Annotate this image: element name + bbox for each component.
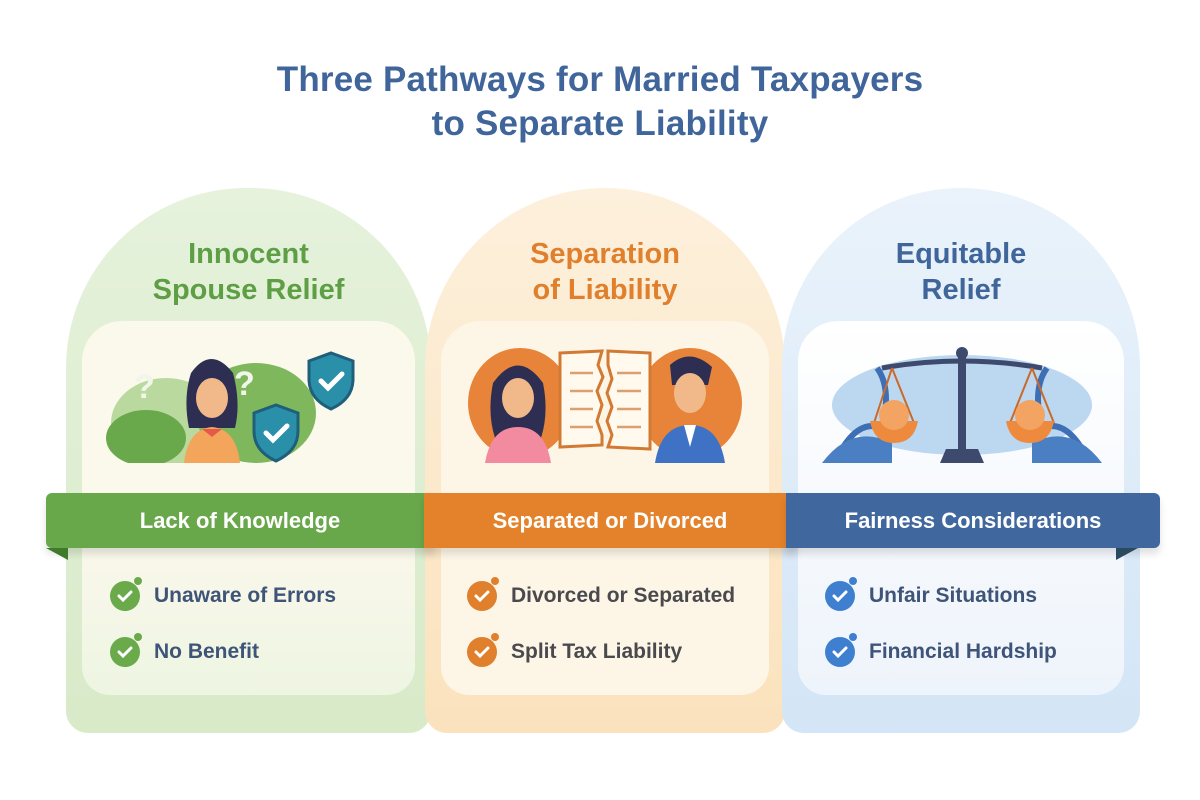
question-mark-icon: ?: [234, 365, 255, 403]
check-circle-icon: [467, 633, 499, 667]
title-line-1: Three Pathways for Married Taxpayers: [276, 60, 924, 99]
balance-scale-illustration: [822, 347, 1102, 463]
panel-title: Innocent Spouse Relief: [152, 238, 345, 306]
list-item: Unfair Situations: [825, 577, 1037, 612]
check-circle-icon: [110, 633, 142, 667]
page-title: Three Pathways for Married Taxpayers to …: [0, 58, 1200, 146]
woman-question-illustration: ? ?: [106, 351, 355, 463]
scale-icon: [870, 347, 1055, 463]
ribbon-lack-of-knowledge: Lack of Knowledge: [46, 493, 434, 560]
shield-check-icon: [252, 403, 300, 463]
couple-torn-document-illustration: [468, 348, 742, 463]
panel-title: Equitable Relief: [895, 238, 1027, 306]
check-circle-icon: [825, 633, 857, 667]
list-item: Split Tax Liability: [467, 633, 682, 668]
panel-innocent-spouse-relief: Innocent Spouse Relief ? ?: [66, 188, 431, 733]
torn-document-icon: [558, 349, 652, 451]
list-item: Divorced or Separated: [467, 577, 735, 612]
ribbon-separated-or-divorced: Separated or Divorced: [424, 493, 796, 548]
check-circle-icon: [825, 577, 857, 611]
ribbon-fairness-considerations: Fairness Considerations: [786, 493, 1160, 560]
shield-check-icon: [307, 351, 355, 411]
list-item: No Benefit: [110, 633, 259, 668]
title-line-2: to Separate Liability: [431, 104, 769, 143]
list-item: Financial Hardship: [825, 633, 1057, 668]
question-mark-icon: ?: [134, 368, 155, 406]
list-item: Unaware of Errors: [110, 577, 336, 612]
check-circle-icon: [467, 577, 499, 611]
panel-title: Separation of Liability: [530, 238, 680, 306]
check-circle-icon: [110, 577, 142, 611]
